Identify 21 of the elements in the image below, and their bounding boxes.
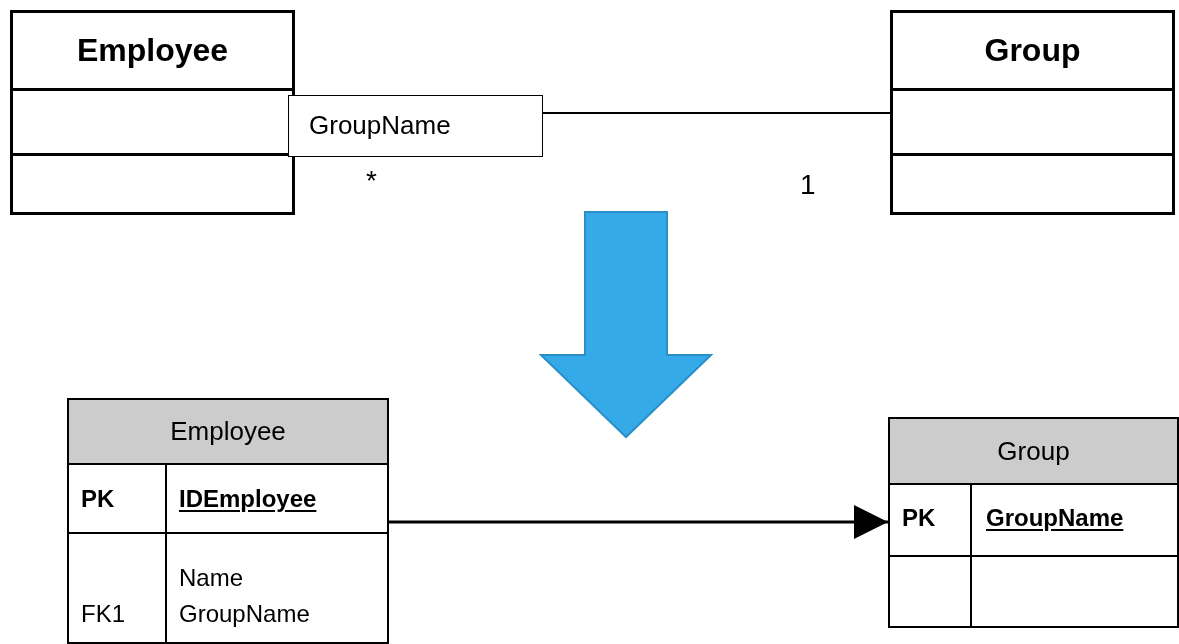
table-name: Group bbox=[996, 435, 1071, 468]
field-name: Name bbox=[179, 563, 244, 593]
table-box bbox=[67, 398, 389, 644]
table-box bbox=[888, 417, 1179, 628]
class-name: Group bbox=[983, 31, 1082, 70]
multiplicity-label: 1 bbox=[800, 170, 816, 200]
qualifier-text: GroupName bbox=[309, 109, 451, 142]
field-name: GroupName bbox=[986, 503, 1124, 533]
key-label: FK1 bbox=[81, 599, 125, 629]
field-name: IDEmployee bbox=[179, 484, 317, 514]
class-box bbox=[890, 10, 1175, 215]
class-box bbox=[10, 10, 295, 215]
table-name: Employee bbox=[169, 415, 287, 448]
multiplicity-label: * bbox=[366, 166, 377, 196]
arrow bbox=[389, 505, 888, 539]
qualifier-box bbox=[288, 95, 543, 157]
key-label: PK bbox=[902, 503, 936, 533]
association-line bbox=[542, 112, 891, 114]
class-name: Employee bbox=[75, 31, 230, 70]
key-label: PK bbox=[81, 484, 115, 514]
field-name: GroupName bbox=[179, 599, 310, 629]
